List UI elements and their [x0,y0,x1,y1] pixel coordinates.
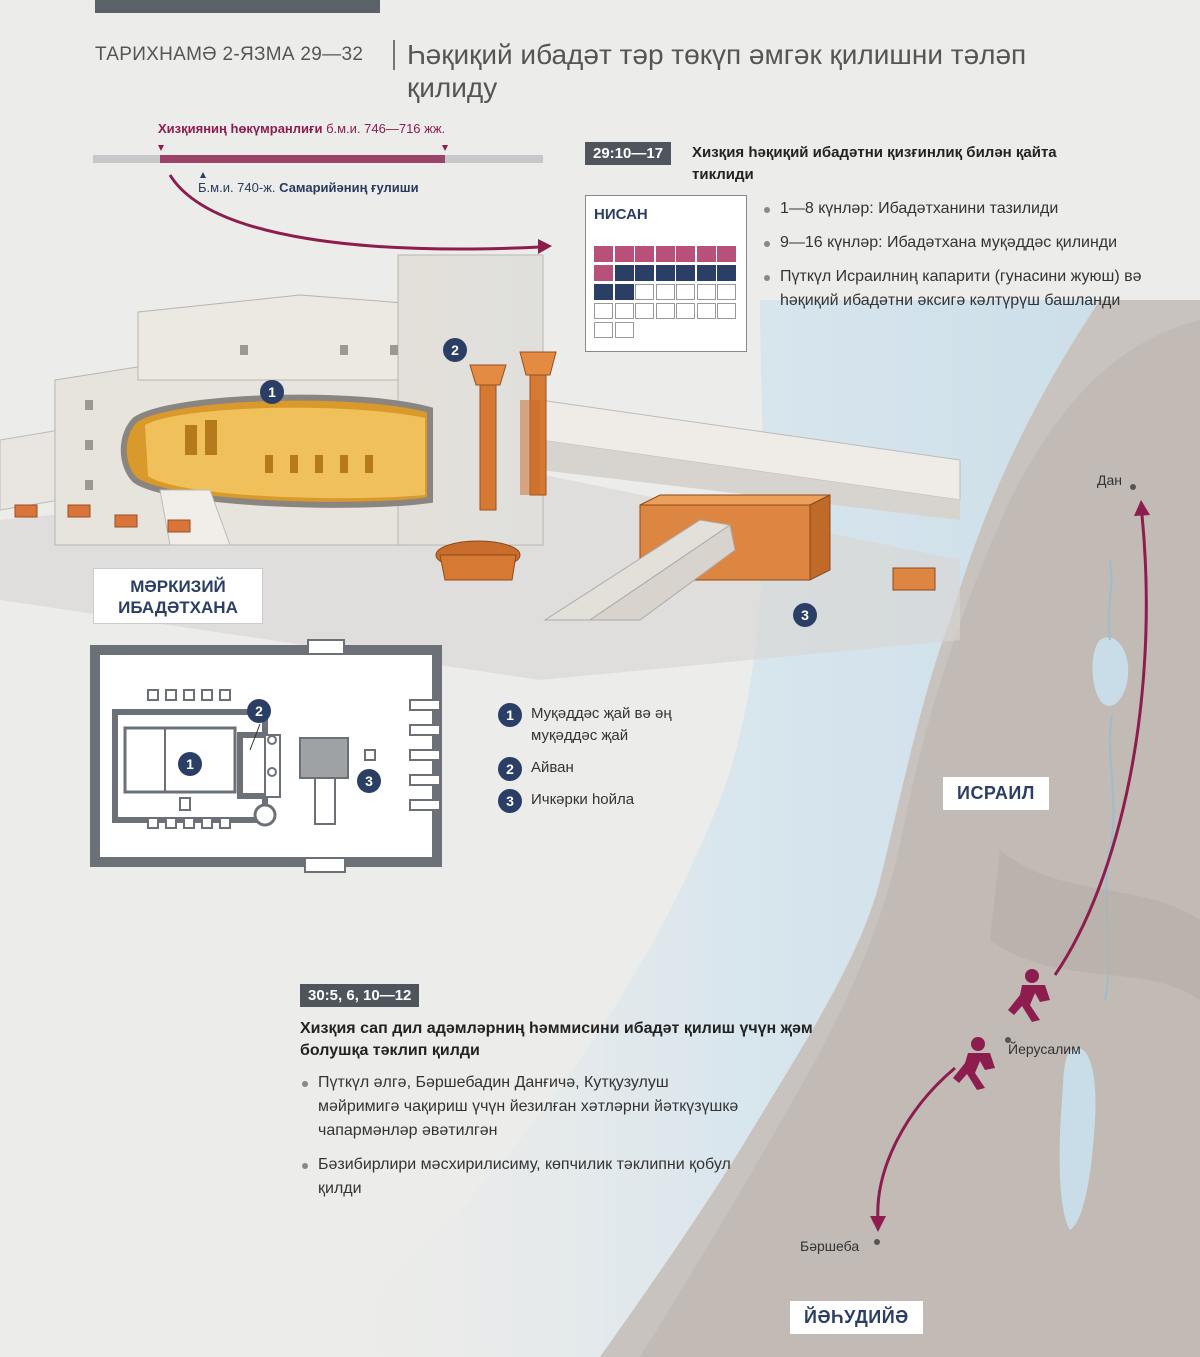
calendar-day [676,284,695,300]
legend-badge: 3 [498,789,522,813]
calendar-day [655,265,675,281]
page-title: Һәқиқий ибадәт тәр төкүп әмгәк қилишни т… [407,39,1027,103]
list-item: Пүткүл Исраилниң капарити (гунасини жуюш… [762,265,1152,313]
calendar-day [717,246,736,262]
legend-text: Айван [531,759,574,776]
section2-bullets: Пүткүл әлгә, Бәршебадин Данғичә, Кутқузу… [300,1071,740,1211]
calendar-day [676,303,695,319]
badge-1: 1 [260,380,284,404]
temple-illustration [0,254,961,680]
calendar-day [717,284,736,300]
top-bar [95,0,380,13]
dead-sea [1059,1048,1096,1230]
calendar-day [594,265,613,281]
section1-title: Хизқия һәқиқий ибадәтни қизғинлиқ билән … [692,144,1057,183]
calendar-day [614,284,634,300]
calendar-day [614,303,634,319]
calendar-day [717,303,736,319]
reign-timeline [93,145,543,178]
badge-3: 3 [793,603,817,627]
route-arrow-north [1053,514,1148,976]
region-judah: ЙӘҺУДИЙӘ [790,1301,923,1334]
route-arrow-south [876,1066,956,1221]
pillars [469,351,557,511]
scripture-reference: ТАРИХНАМӘ 2-ЯЗМА 29—32 [95,44,364,65]
legend-text: Ичкәрки һойла [531,791,635,808]
sea-of-galilee [1092,637,1129,706]
timeline-arrow [168,174,541,251]
section2-title: Хизқия сап дил адәмләрниң һәммисини ибад… [300,1020,813,1059]
calendar-day [635,284,654,300]
nisan-calendar: НИСАН [585,195,747,352]
calendar-day [655,246,675,262]
list-item: Бәзибирлири мәсхирилисиму, көпчилик тәкл… [300,1153,740,1201]
list-item: 9—16 күнләр: Ибадәтхана муқәддәс қилинди [762,231,1152,255]
legend-badge: 2 [498,757,522,781]
calendar-day [655,284,675,300]
place-jerusalem: Йерусалим [1008,1041,1081,1057]
calendar-day [717,265,736,281]
plan-badge-2: 2 [247,699,271,723]
legend-item: 1 Муқәддәс җай вә әң муқәддәс җай [498,703,718,747]
calendar-day [594,322,613,338]
place-beersheba: Бәршеба [800,1238,860,1254]
calendar-day [594,284,613,300]
section1-bullets: 1—8 күнләр: Ибадәтханини тазилиди 9—16 к… [762,197,1152,323]
temple-legend: 1 Муқәддәс җай вә әң муқәддәс җай 2 Айва… [498,703,718,821]
calendar-day [696,265,716,281]
list-item: 1—8 күнләр: Ибадәтханини тазилиди [762,197,1152,221]
calendar-day [655,303,675,319]
badge-2: 2 [443,338,467,362]
plan-badge-1: 1 [178,752,202,776]
samaria-date: Б.м.и. 740-ж. [198,180,276,195]
reign-name: Хизқияниң һөкүмранлиғи [158,121,323,136]
reign-label: Хизқияниң һөкүмранлиғи б.м.и. 746—716 жж… [158,121,445,136]
calendar-day [696,246,716,262]
calendar-day [635,246,654,262]
samaria-label: Б.м.и. 740-ж. Самарийәниң ғулиши [198,180,419,195]
legend-item: 3 Ичкәрки һойла [498,789,718,813]
temple-floor-plan [90,639,442,873]
calendar-day [594,303,613,319]
calendar-day [614,246,634,262]
plan-badge-3: 3 [357,769,381,793]
section1-ref-tag: 29:10—17 [585,142,672,165]
calendar-day [635,303,654,319]
calendar-day [635,265,654,281]
header-separator [393,40,395,70]
place-dan: Дан [1097,472,1122,488]
reign-years: б.м.и. 746—716 жж. [326,121,446,136]
temple-label: МӘРКИЗИЙ ИБАДӘТХАНА [93,568,263,624]
runner-icon [1008,969,1050,1022]
calendar-month: НИСАН [594,206,648,223]
legend-badge: 1 [498,703,522,727]
calendar-day [614,322,634,338]
calendar-day [614,265,634,281]
calendar-day [676,265,695,281]
samaria-event: Самарийәниң ғулиши [279,180,419,195]
calendar-day [594,246,613,262]
calendar-day [696,303,716,319]
section2-ref-tag: 30:5, 6, 10—12 [300,984,420,1007]
calendar-day [696,284,716,300]
runner-icon [953,1037,995,1090]
calendar-day [676,246,695,262]
legend-text: Муқәддәс җай вә әң муқәддәс җай [531,705,672,744]
region-israel: ИСРАИЛ [943,777,1049,810]
legend-item: 2 Айван [498,757,718,781]
list-item: Пүткүл әлгә, Бәршебадин Данғичә, Кутқузу… [300,1071,740,1143]
